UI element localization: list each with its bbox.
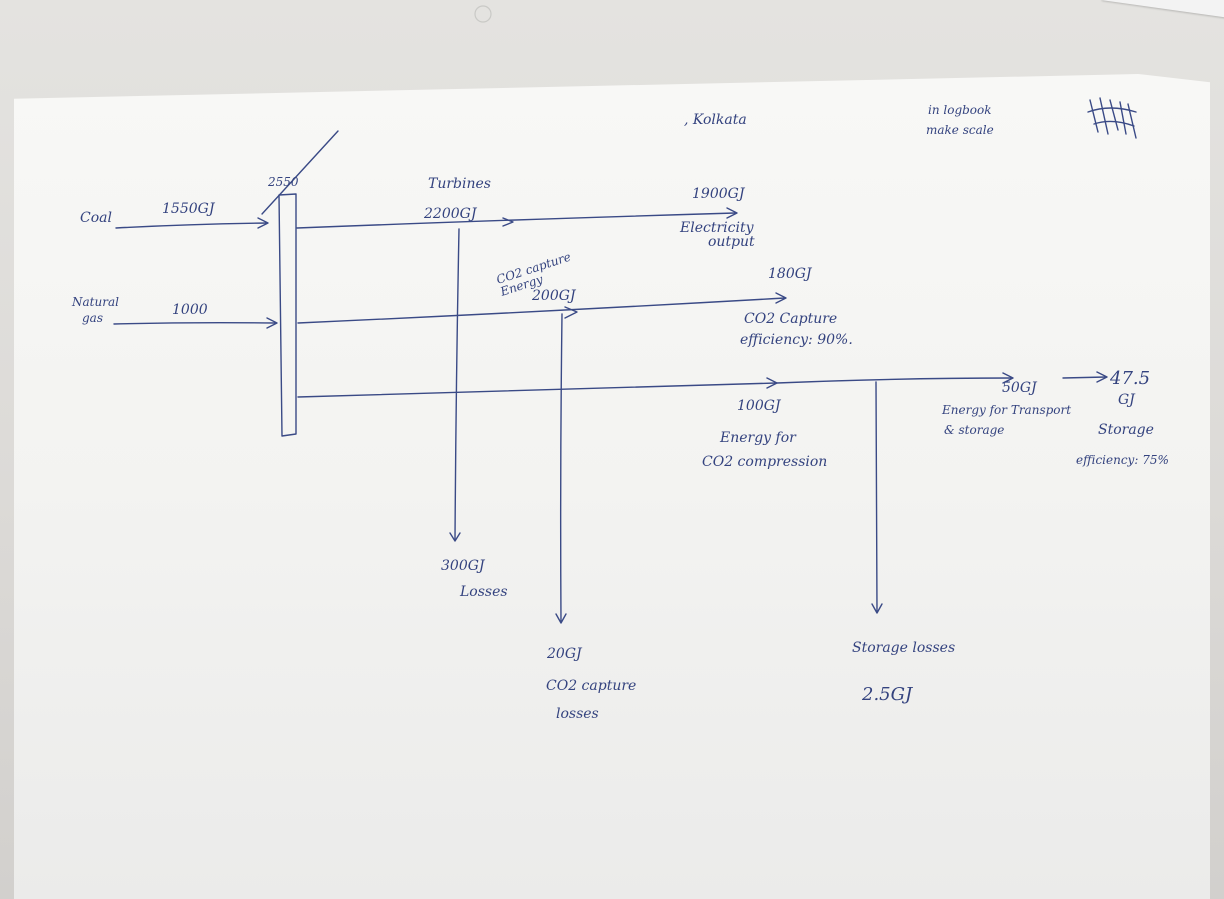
storage-loss-value: 2.5GJ [861, 684, 914, 705]
electricity-value: 1900GJ [692, 186, 746, 202]
faint-circle [474, 5, 492, 23]
coal-value: 1550GJ [162, 201, 216, 217]
coal-arrow [115, 217, 269, 229]
total-pointer-line [261, 130, 339, 215]
kolkata-note: , Kolkata [684, 112, 747, 128]
coal-label: Coal [80, 210, 112, 226]
transport-label-line1: Energy for Transport [941, 403, 1071, 417]
electricity-arrow [296, 207, 738, 229]
transport-value: 50GJ [1002, 380, 1038, 396]
turbine-loss-arrow [449, 228, 461, 542]
storage-out-value: 47.5 [1109, 368, 1150, 389]
gas-label-line2: gas [82, 311, 103, 325]
gas-value: 1000 [172, 302, 208, 318]
capture-loss-label-line1: CO2 capture [546, 678, 636, 694]
turbines-label: Turbines [428, 176, 491, 192]
gas-arrow [113, 317, 278, 329]
co2-capture-arrow [297, 292, 787, 324]
turbine-loss-value: 300GJ [441, 558, 486, 574]
electricity-label-line1: Electricity [679, 220, 755, 236]
transport-label-line2: & storage [944, 423, 1004, 437]
total-value: 2550 [267, 175, 299, 189]
co2-efficiency-line2: efficiency: 90%. [740, 332, 853, 348]
collector-bar [278, 193, 297, 437]
storage-label: Storage [1098, 422, 1154, 438]
capture-loss-arrow [555, 313, 567, 624]
co2-captured-value: 180GJ [768, 266, 813, 282]
logbook-note-line2: make scale [926, 123, 994, 137]
capture-loss-value: 20GJ [546, 646, 583, 662]
turbines-value: 2200GJ [423, 206, 478, 222]
compression-label-line2: CO2 compression [702, 454, 827, 470]
turbine-loss-label: Losses [459, 584, 508, 600]
co2-energy-value: 200GJ [531, 288, 577, 304]
co2-efficiency-line1: CO2 Capture [744, 311, 837, 327]
capture-loss-label-line2: losses [556, 706, 599, 722]
storage-loss-label: Storage losses [852, 640, 955, 656]
gas-label-line1: Natural [71, 295, 119, 309]
compression-value: 100GJ [737, 398, 782, 414]
storage-loss-arrow [871, 381, 883, 614]
electricity-label-line2: output [708, 234, 755, 250]
logbook-note-line1: in logbook [928, 103, 992, 117]
paper-sheet [14, 74, 1210, 899]
doodle-sketch [1087, 97, 1137, 139]
compression-label-line1: Energy for [719, 430, 797, 446]
storage-efficiency: efficiency: 75% [1076, 453, 1169, 467]
storage-out-unit: GJ [1118, 392, 1136, 408]
compression-arrow [297, 371, 1108, 398]
